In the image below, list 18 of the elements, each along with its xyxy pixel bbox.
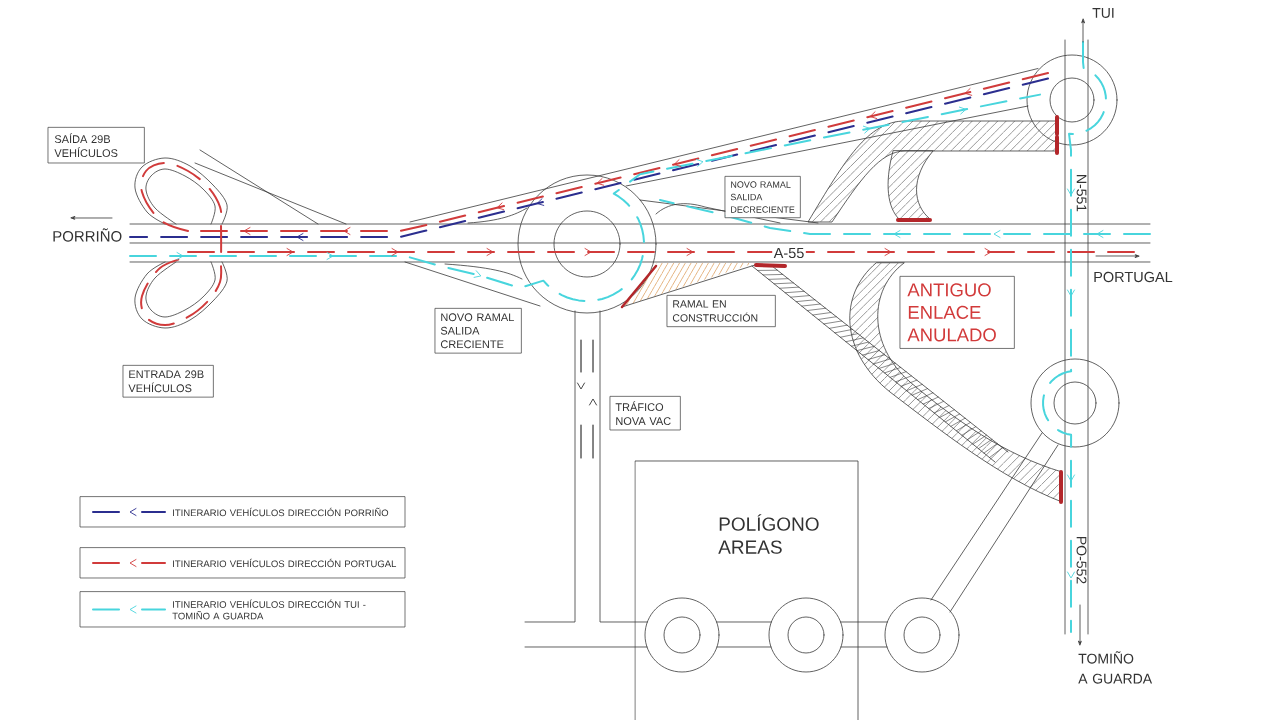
label-box: SAÍDA 29B VEHÍCULOS — [48, 127, 145, 164]
legend-entry: ITINERARIO VEHÍCULOS DIRECCIÓN PORTUGAL — [79, 547, 406, 579]
place-label: TUI — [1092, 8, 1114, 18]
label-box: RAMAL EN CONSTRUCCIÓN — [667, 295, 776, 328]
road-label: PO-552 — [1076, 537, 1087, 584]
label-box: NOVO RAMAL SALIDA CRECIENTE — [435, 308, 522, 354]
area-box: POLÍGONO AREAS — [634, 460, 859, 720]
road-label: A-55 — [772, 246, 806, 260]
label-box: ANTIGUO ENLACE ANULADO — [900, 276, 1015, 349]
place-label: PORRIÑO — [53, 228, 122, 242]
road-label: N-551 — [1076, 175, 1087, 212]
legend-entry: ITINERARIO VEHÍCULOS DIRECCIÓN PORRIÑO — [79, 496, 406, 528]
label-box: TRÁFICO NOVA VAC — [610, 396, 681, 431]
label-box: NOVO RAMAL SALIDA DECRECIENTE — [725, 176, 801, 219]
legend-entry: ITINERARIO VEHÍCULOS DIRECCIÓN TUI - TOMIÑO A GUARDA — [79, 591, 406, 628]
label-box: ENTRADA 29B VEHÍCULOS — [123, 365, 214, 398]
place-label: PORTUGAL — [1094, 271, 1173, 283]
place-label: TOMIÑO A GUARDA — [1078, 651, 1153, 684]
